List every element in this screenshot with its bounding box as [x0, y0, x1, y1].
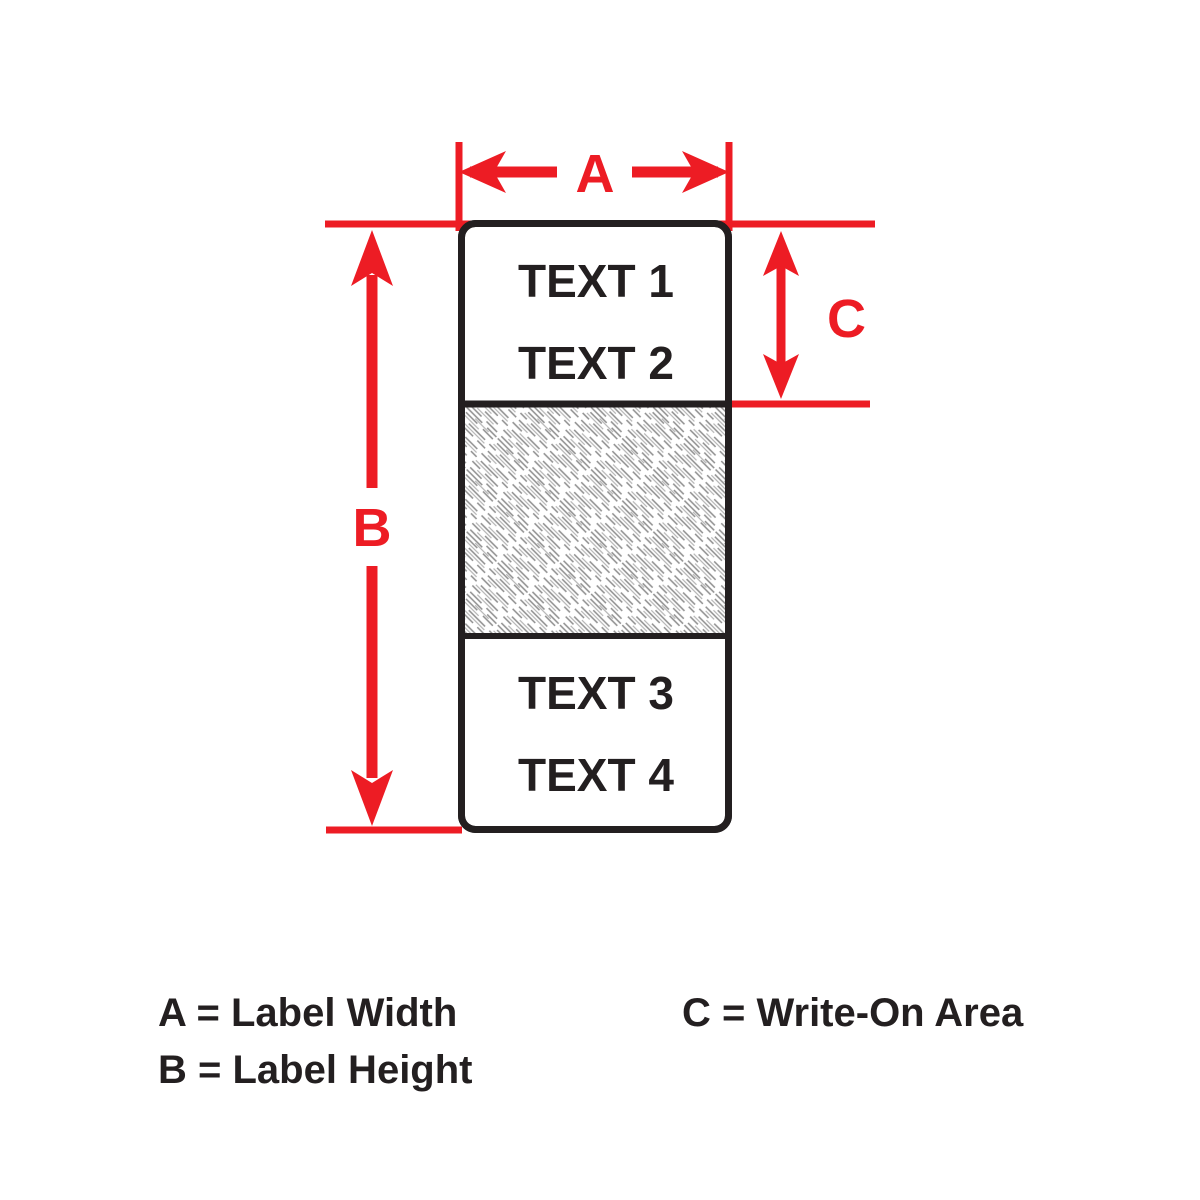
- dimension-c-letter: C: [827, 289, 866, 349]
- dimension-a-right-arrowhead: [682, 151, 729, 193]
- label-line-text-3: TEXT 3: [518, 667, 674, 719]
- dimension-b: B: [351, 230, 393, 826]
- legend-item-c: C = Write-On Area: [682, 991, 1024, 1035]
- dimension-c: C: [763, 231, 866, 399]
- dimension-b-down-arrowhead: [351, 770, 393, 826]
- label-line-text-1: TEXT 1: [518, 255, 674, 307]
- clear-laminate-panel: [461, 404, 728, 636]
- dimension-a-left-arrowhead: [459, 151, 506, 193]
- label-outline-overlay: [458, 220, 732, 833]
- label-line-text-2: TEXT 2: [518, 337, 674, 389]
- label-line-text-4: TEXT 4: [518, 749, 674, 801]
- dimension-b-up-arrowhead: [351, 230, 393, 286]
- dimension-a: A: [459, 144, 729, 204]
- legend-item-a: A = Label Width: [158, 991, 457, 1035]
- dimension-c-down-arrowhead: [763, 354, 799, 399]
- legend-item-b: B = Label Height: [158, 1048, 473, 1092]
- dimension-c-up-arrowhead: [763, 231, 799, 276]
- dimension-a-letter: A: [576, 144, 615, 204]
- dimension-b-letter: B: [353, 498, 392, 558]
- dimension-legend: A = Label Width B = Label Height C = Wri…: [158, 991, 1024, 1092]
